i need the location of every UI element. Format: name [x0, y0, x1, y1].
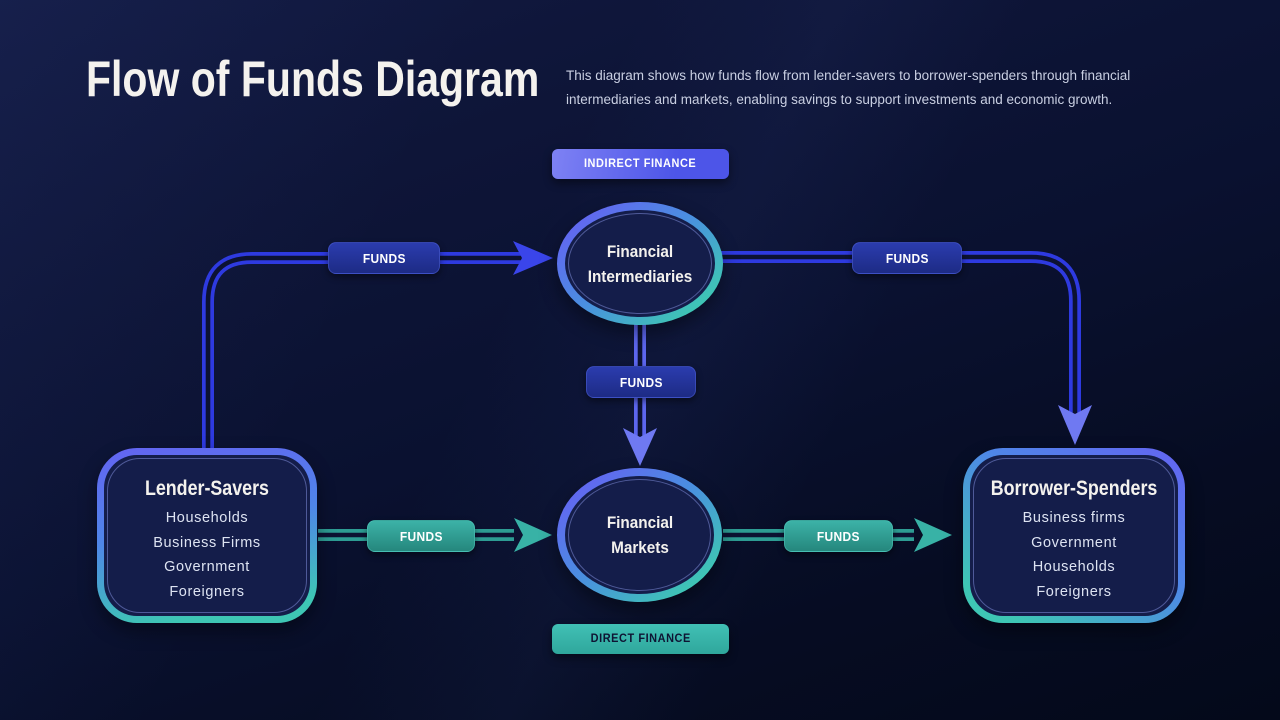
page-title: Flow of Funds Diagram	[86, 51, 540, 107]
arrowhead-right-icon	[513, 241, 553, 275]
funds-text: FUNDS	[362, 250, 406, 266]
lender-savers-title: Lender-Savers	[144, 477, 270, 500]
financial-markets-node: Financial Markets	[557, 468, 722, 602]
funds-label-top-left: FUNDS	[328, 242, 440, 274]
list-item: Business Firms	[153, 534, 261, 551]
arrow-line-gap	[205, 255, 522, 450]
arrowhead-right-icon	[514, 518, 552, 552]
arrow-intermediaries-to-borrowers	[716, 251, 1092, 445]
description-text: This diagram shows how funds flow from l…	[566, 68, 1131, 107]
list-item: Government	[164, 559, 250, 575]
list-item: Government	[1031, 534, 1117, 551]
funds-text: FUNDS	[619, 374, 663, 390]
arrow-lenders-to-intermediaries	[202, 241, 553, 450]
funds-text: FUNDS	[816, 528, 861, 544]
direct-finance-label: DIRECT FINANCE	[590, 633, 691, 645]
financial-markets-label: Financial Markets	[606, 513, 673, 557]
arrow-line	[202, 252, 522, 450]
borrower-spenders-node: Borrower-Spenders Business firms Governm…	[963, 448, 1185, 623]
node-fill: Financial Markets	[565, 476, 714, 594]
direct-finance-badge: DIRECT FINANCE	[552, 624, 729, 654]
borrower-spenders-title: Borrower-Spenders	[990, 477, 1158, 500]
node-fill: Lender-Savers Households Business Firms …	[104, 455, 310, 616]
list-item: Households	[165, 510, 249, 526]
node-fill: Borrower-Spenders Business firms Governm…	[970, 455, 1178, 616]
indirect-finance-badge: INDIRECT FINANCE	[552, 149, 729, 179]
funds-text: FUNDS	[399, 528, 443, 544]
list-item: Business firms	[1022, 510, 1126, 526]
arrow-line-gap	[716, 254, 1078, 414]
arrow-line	[716, 251, 1081, 414]
financial-intermediaries-label: Financial Intermediaries	[587, 241, 693, 286]
arrowhead-down-icon	[1058, 405, 1092, 445]
lender-savers-node: Lender-Savers Households Business Firms …	[97, 448, 317, 623]
funds-label-top-right: FUNDS	[852, 242, 962, 274]
funds-label-bottom-right: FUNDS	[784, 520, 893, 552]
funds-label-bottom-left: FUNDS	[367, 520, 475, 552]
list-item: Foreigners	[169, 583, 245, 600]
indirect-finance-label: INDIRECT FINANCE	[584, 158, 697, 170]
arrowhead-right-icon	[914, 518, 952, 552]
list-item: Households	[1032, 559, 1116, 575]
funds-label-middle: FUNDS	[586, 366, 696, 398]
financial-intermediaries-node: Financial Intermediaries	[557, 202, 723, 325]
list-item: Foreigners	[1036, 583, 1112, 600]
funds-text: FUNDS	[885, 250, 929, 266]
arrowhead-down-icon	[623, 428, 657, 466]
node-fill: Financial Intermediaries	[565, 210, 715, 317]
